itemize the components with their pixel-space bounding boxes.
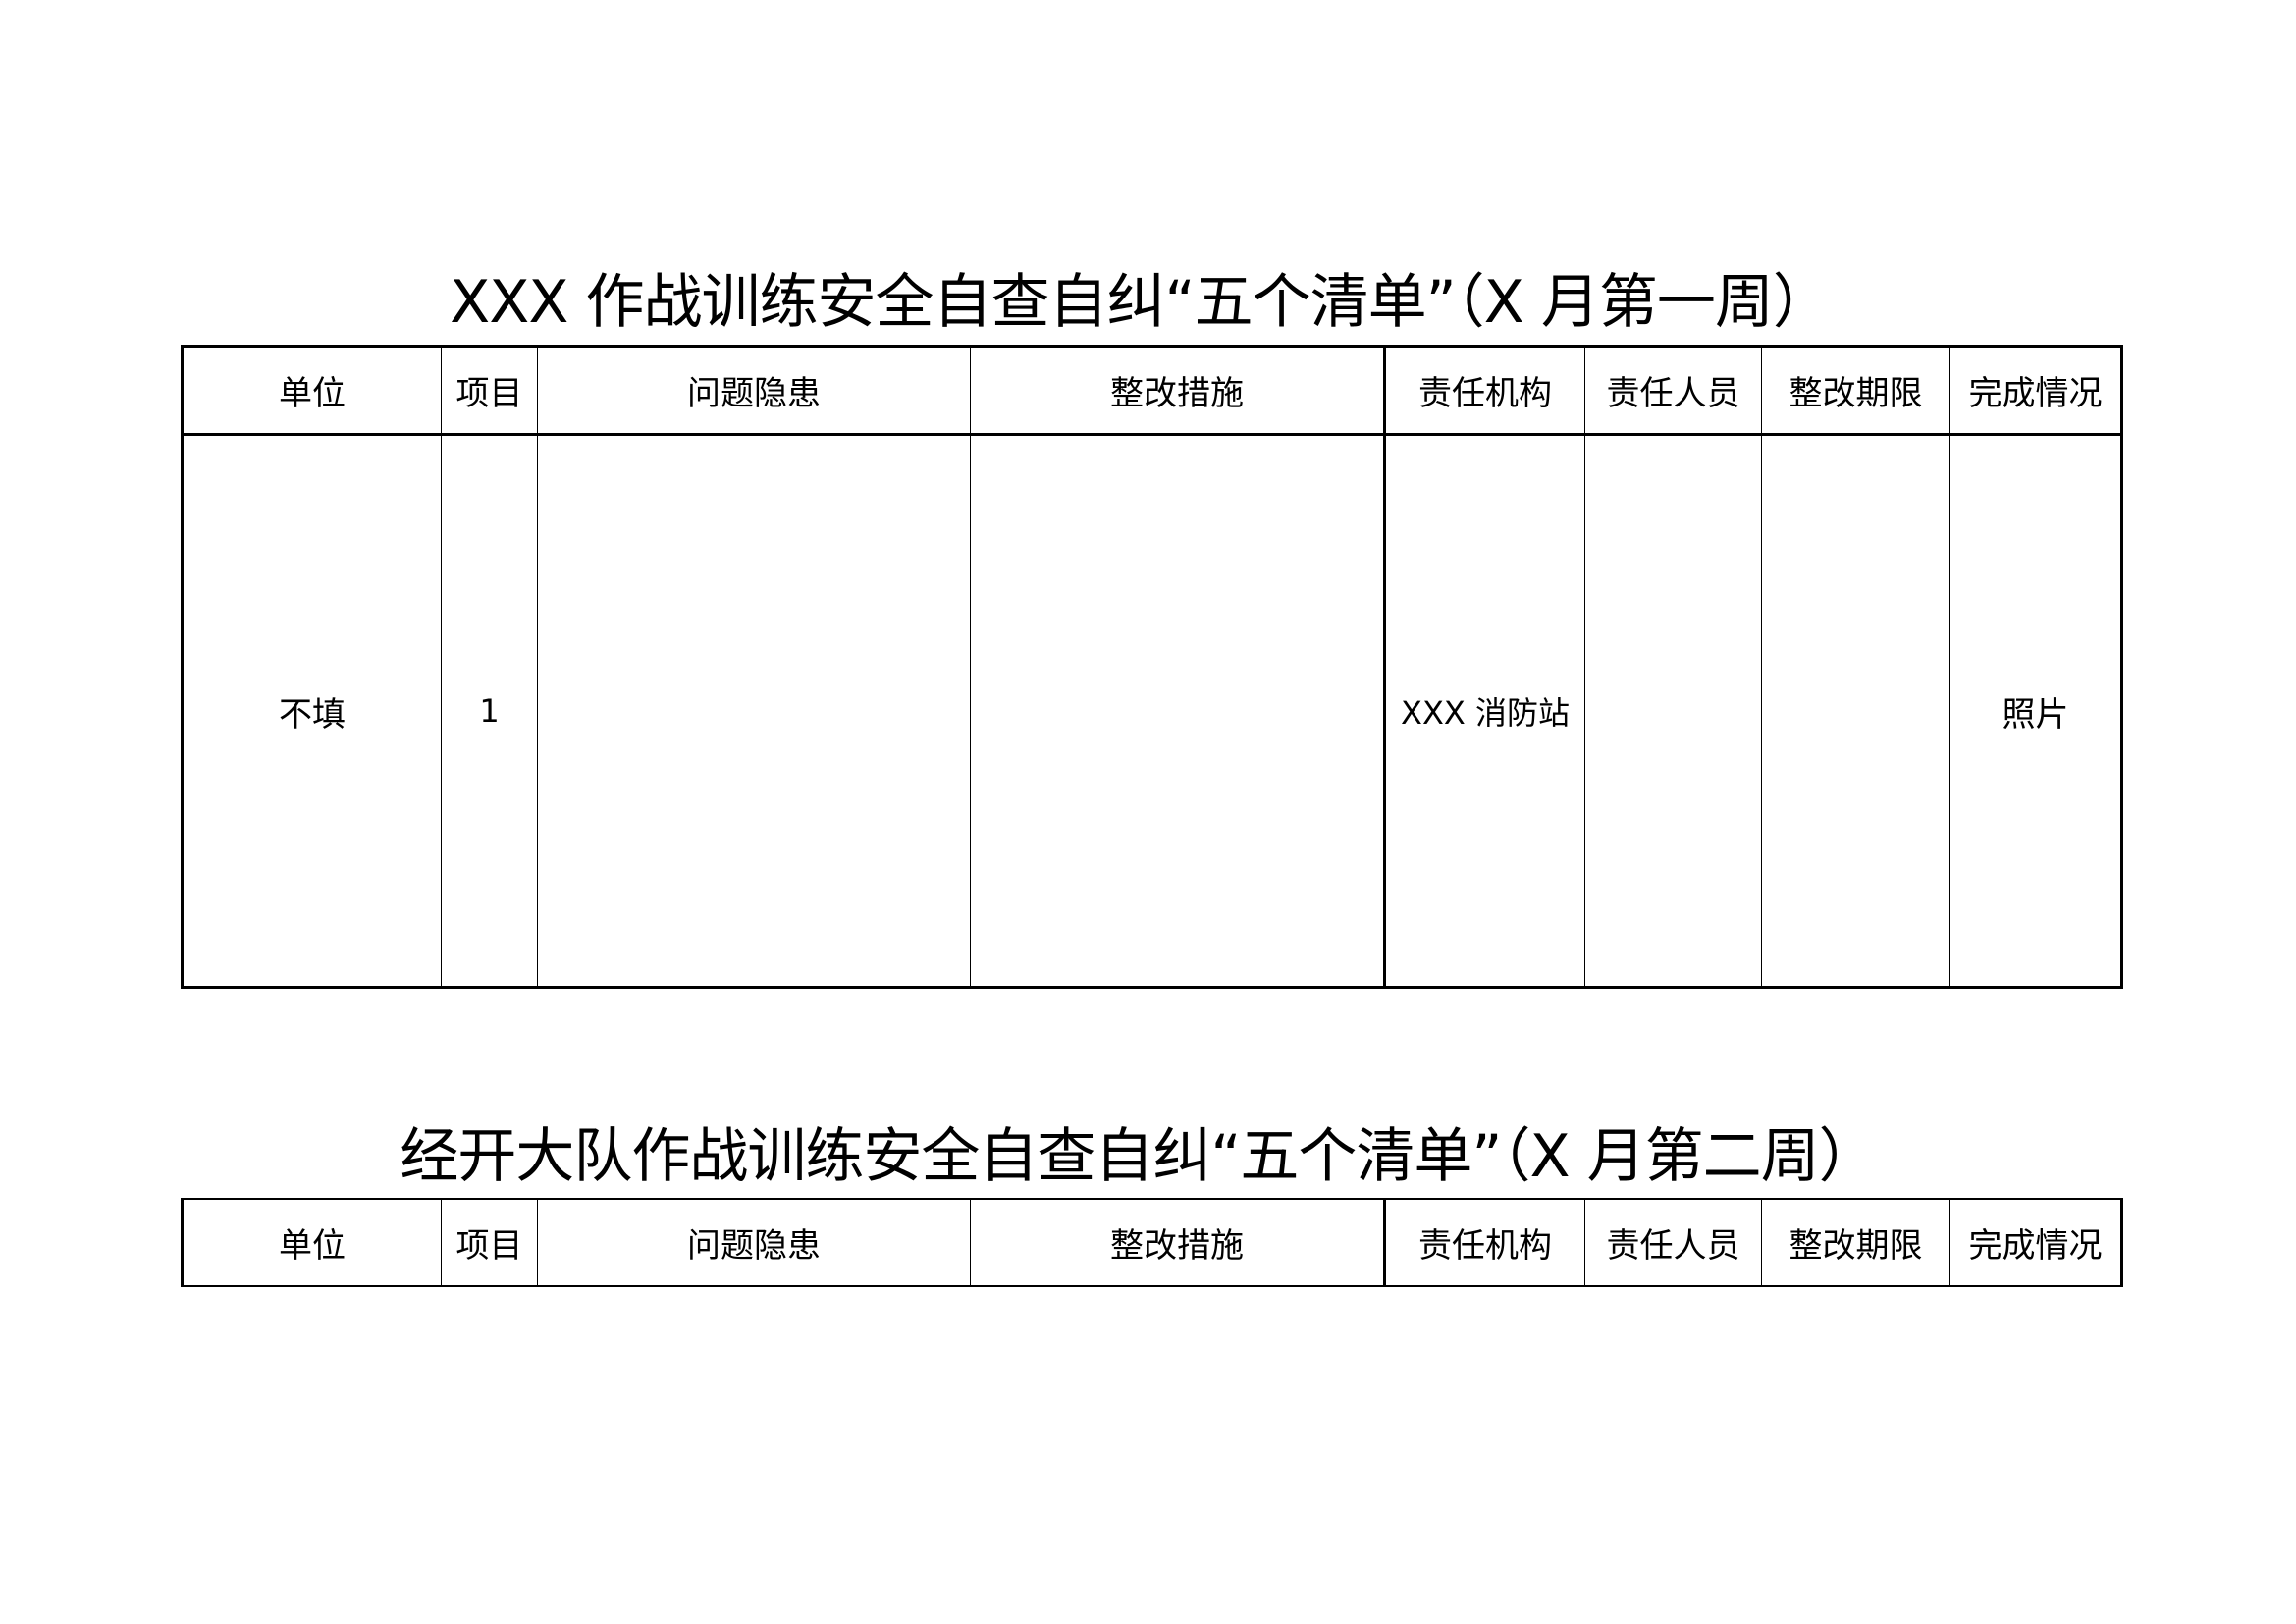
cell-org[interactable]: XXX 消防站: [1383, 434, 1585, 988]
section-1-table: 单位 项目 问题隐患 整改措施 责任机构 责任人员 整改期限 完成情况 不填 1…: [181, 345, 2123, 989]
table-header-row: 单位 项目 问题隐患 整改措施 责任机构 责任人员 整改期限 完成情况: [181, 346, 2123, 435]
header-fix: 整改措施: [970, 1198, 1385, 1287]
cell-unit[interactable]: 不填: [181, 434, 442, 988]
header-status: 完成情况: [1949, 346, 2123, 435]
header-deadline: 整改期限: [1761, 346, 1950, 435]
header-fix: 整改措施: [970, 346, 1385, 435]
header-unit: 单位: [181, 346, 442, 435]
header-org: 责任机构: [1383, 346, 1585, 435]
header-item: 项目: [441, 346, 538, 435]
table-header-row: 单位 项目 问题隐患 整改措施 责任机构 责任人员 整改期限 完成情况: [181, 1198, 2123, 1287]
header-status: 完成情况: [1949, 1198, 2123, 1287]
header-issue: 问题隐患: [537, 1198, 971, 1287]
header-person: 责任人员: [1584, 346, 1762, 435]
header-issue: 问题隐患: [537, 346, 971, 435]
cell-item[interactable]: 1: [441, 434, 538, 988]
cell-issue[interactable]: [537, 434, 971, 988]
cell-person[interactable]: [1584, 434, 1762, 988]
header-org: 责任机构: [1383, 1198, 1585, 1287]
cell-fix[interactable]: [970, 434, 1385, 988]
section-2-title: 经开大队作战训练安全自查自纠“五个清单”（X 月第二周）: [400, 1122, 1877, 1191]
cell-deadline[interactable]: [1761, 434, 1950, 988]
header-person: 责任人员: [1584, 1198, 1762, 1287]
header-item: 项目: [441, 1198, 538, 1287]
cell-status[interactable]: 照片: [1949, 434, 2123, 988]
section-1-title: XXX 作战训练安全自查自纠“五个清单”（X 月第一周）: [450, 268, 1832, 337]
header-deadline: 整改期限: [1761, 1198, 1950, 1287]
section-2-table: 单位 项目 问题隐患 整改措施 责任机构 责任人员 整改期限 完成情况: [181, 1198, 2123, 1287]
table-row: 不填 1 XXX 消防站 照片: [181, 434, 2123, 988]
header-unit: 单位: [181, 1198, 442, 1287]
